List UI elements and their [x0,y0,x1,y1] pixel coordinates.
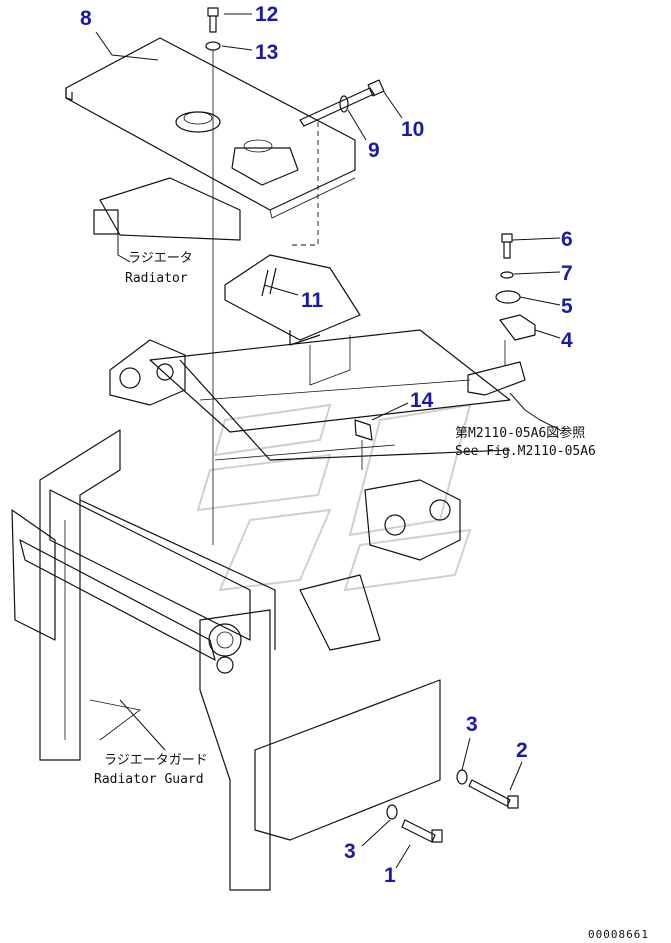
leader-lines [95,13,561,869]
right-yoke [364,479,461,561]
callout-7: 7 [561,262,573,285]
cross-frame [149,329,511,461]
label-ref-en: See Fig.M2110-05A6 [455,444,596,459]
radiator-guard-frame [11,429,441,891]
bracket-4 [467,314,536,396]
callout-9: 9 [368,139,380,162]
callout-2: 2 [516,739,528,762]
label-radiator-jp: ラジエータ [128,251,193,266]
callout-3-lower: 3 [344,840,356,863]
label-guard-jp: ラジエータガード [104,753,208,768]
left-yoke [109,339,186,406]
washer-9 [339,95,349,113]
bolt-10 [299,79,385,127]
callout-8: 8 [80,7,92,30]
bolt-12 [207,7,219,33]
radiator-shroud [93,177,361,386]
bolt-2 [468,779,519,809]
callout-12: 12 [255,3,278,26]
bolt-6 [501,233,513,259]
callout-3-upper: 3 [466,713,478,736]
callout-4: 4 [561,329,573,352]
watermark-logo [196,403,472,592]
callout-14: 14 [410,389,434,412]
bolt-1 [401,819,443,843]
label-radiator-en: Radiator [125,271,188,286]
top-cover-plate [65,37,356,246]
washer-3-lower [386,804,398,820]
drawing-code: 00008661 [588,928,649,941]
callout-6: 6 [561,228,573,251]
label-guard-en: Radiator Guard [94,772,204,787]
callout-5: 5 [561,295,573,318]
bolt-14 [354,419,373,470]
callout-10: 10 [401,118,424,141]
washer-13 [205,41,221,51]
callout-13: 13 [255,41,278,64]
label-ref-jp: 第M2110-05A6図参照 [455,425,585,441]
callout-1: 1 [384,864,396,887]
washer-5 [495,290,521,304]
washer-7 [500,271,514,279]
callout-11: 11 [301,289,324,312]
washer-3-upper [456,769,468,785]
